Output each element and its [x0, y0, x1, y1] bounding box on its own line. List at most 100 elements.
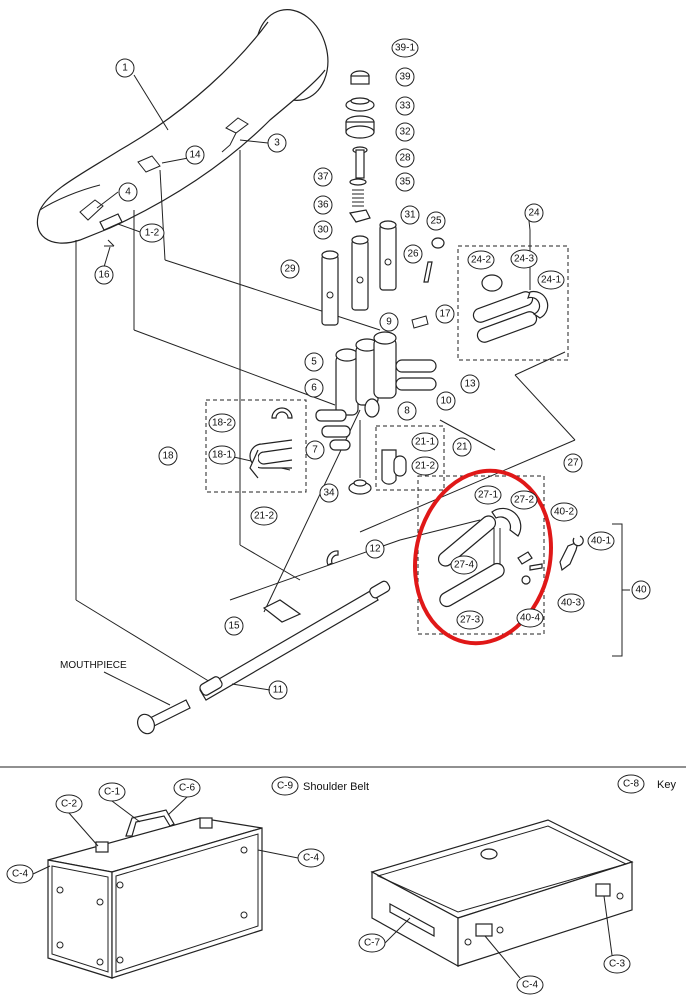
svg-text:8: 8: [404, 406, 410, 417]
svg-text:39: 39: [399, 72, 411, 83]
callout-c-1: C-1: [98, 782, 126, 802]
svg-text:36: 36: [317, 200, 329, 211]
valve-cluster: [315, 70, 445, 495]
part-21: [381, 449, 407, 485]
callout-7: 7: [305, 440, 325, 460]
callout-37: 37: [313, 167, 333, 187]
callout-24-3: 24-3: [510, 249, 538, 269]
svg-text:C-8: C-8: [623, 779, 640, 790]
part-11-leadpipe: [199, 580, 391, 701]
callout-26: 26: [403, 244, 423, 264]
callout-c-2: C-2: [55, 794, 83, 814]
highlight-ellipse: [413, 468, 553, 646]
svg-text:11: 11: [273, 685, 284, 696]
svg-text:24: 24: [528, 208, 540, 219]
part-40: [559, 523, 630, 657]
callout-13: 13: [460, 374, 480, 394]
svg-text:30: 30: [317, 225, 329, 236]
callout-c-8: C-8: [617, 774, 645, 794]
callout-36: 36: [313, 195, 333, 215]
part-24: [472, 211, 549, 343]
svg-text:15: 15: [228, 621, 240, 632]
callout-c-4-bottom: C-4: [516, 975, 544, 995]
callout-1: 1: [115, 58, 135, 78]
svg-text:24-2: 24-2: [471, 255, 491, 266]
svg-text:C-4: C-4: [12, 869, 29, 880]
callout-8: 8: [397, 401, 417, 421]
callout-35: 35: [395, 172, 415, 192]
mouthpiece: [103, 671, 191, 735]
svg-text:1-2: 1-2: [145, 228, 160, 239]
callout-24-1: 24-1: [537, 270, 565, 290]
svg-text:39-1: 39-1: [395, 43, 415, 54]
svg-text:24-1: 24-1: [541, 275, 561, 286]
callout-11: 11: [268, 680, 288, 700]
svg-text:25: 25: [430, 216, 442, 227]
callout-c-3: C-3: [603, 954, 631, 974]
key-label: Key: [657, 779, 676, 791]
svg-text:29: 29: [284, 264, 296, 275]
svg-text:6: 6: [311, 383, 317, 394]
callout-1-2: 1-2: [139, 223, 165, 243]
callout-21-2-left: 21-2: [250, 506, 278, 526]
svg-text:21-1: 21-1: [415, 437, 435, 448]
svg-text:17: 17: [439, 309, 451, 320]
svg-text:40-3: 40-3: [561, 598, 581, 609]
callout-21-1: 21-1: [411, 432, 439, 452]
svg-text:9: 9: [386, 317, 392, 328]
svg-text:33: 33: [399, 101, 411, 112]
callout-9: 9: [379, 312, 399, 332]
callout-18-2: 18-2: [208, 413, 236, 433]
callout-c-7: C-7: [358, 933, 386, 953]
svg-text:40: 40: [635, 585, 647, 596]
callout-c-4-left: C-4: [6, 864, 34, 884]
callout-25: 25: [426, 211, 446, 231]
part-15: [262, 599, 302, 623]
callout-31: 31: [400, 205, 420, 225]
svg-text:12: 12: [369, 544, 381, 555]
callout-29: 29: [280, 259, 300, 279]
svg-text:27-4: 27-4: [454, 560, 474, 571]
callout-12: 12: [365, 539, 385, 559]
svg-text:18-2: 18-2: [212, 418, 232, 429]
callout-34: 34: [319, 483, 339, 503]
svg-text:C-1: C-1: [104, 787, 121, 798]
callout-10: 10: [436, 391, 456, 411]
callout-28: 28: [395, 148, 415, 168]
svg-text:26: 26: [407, 249, 419, 260]
case-left-leaders: [32, 796, 299, 875]
svg-text:5: 5: [311, 357, 317, 368]
callout-21-2: 21-2: [411, 456, 439, 476]
callout-4: 4: [118, 182, 138, 202]
part-27-slide: [437, 507, 543, 608]
part-18: [249, 407, 293, 479]
callout-39-1: 39-1: [391, 38, 419, 58]
case-right-leaders: [384, 895, 613, 979]
part-12: [326, 550, 339, 566]
svg-text:C-6: C-6: [179, 783, 196, 794]
callout-3: 3: [267, 133, 287, 153]
svg-text:28: 28: [399, 153, 411, 164]
case-left: [47, 809, 263, 979]
callout-14: 14: [185, 145, 205, 165]
svg-text:40-2: 40-2: [554, 507, 574, 518]
svg-text:31: 31: [404, 210, 416, 221]
callout-c-6: C-6: [173, 778, 201, 798]
callout-40-3: 40-3: [557, 593, 585, 613]
svg-text:13: 13: [464, 379, 476, 390]
callout-c-9: C-9: [271, 776, 299, 796]
callout-40-2: 40-2: [550, 502, 578, 522]
callout-18-1: 18-1: [208, 445, 236, 465]
callout-27-2: 27-2: [510, 490, 538, 510]
mouthpiece-label: MOUTHPIECE: [60, 660, 127, 671]
svg-text:C-4: C-4: [303, 853, 320, 864]
callout-39: 39: [395, 67, 415, 87]
callout-24: 24: [524, 203, 544, 223]
svg-text:C-9: C-9: [277, 781, 294, 792]
svg-text:C-2: C-2: [61, 799, 78, 810]
svg-text:C-7: C-7: [364, 938, 381, 949]
callout-32: 32: [395, 122, 415, 142]
callout-5: 5: [304, 352, 324, 372]
